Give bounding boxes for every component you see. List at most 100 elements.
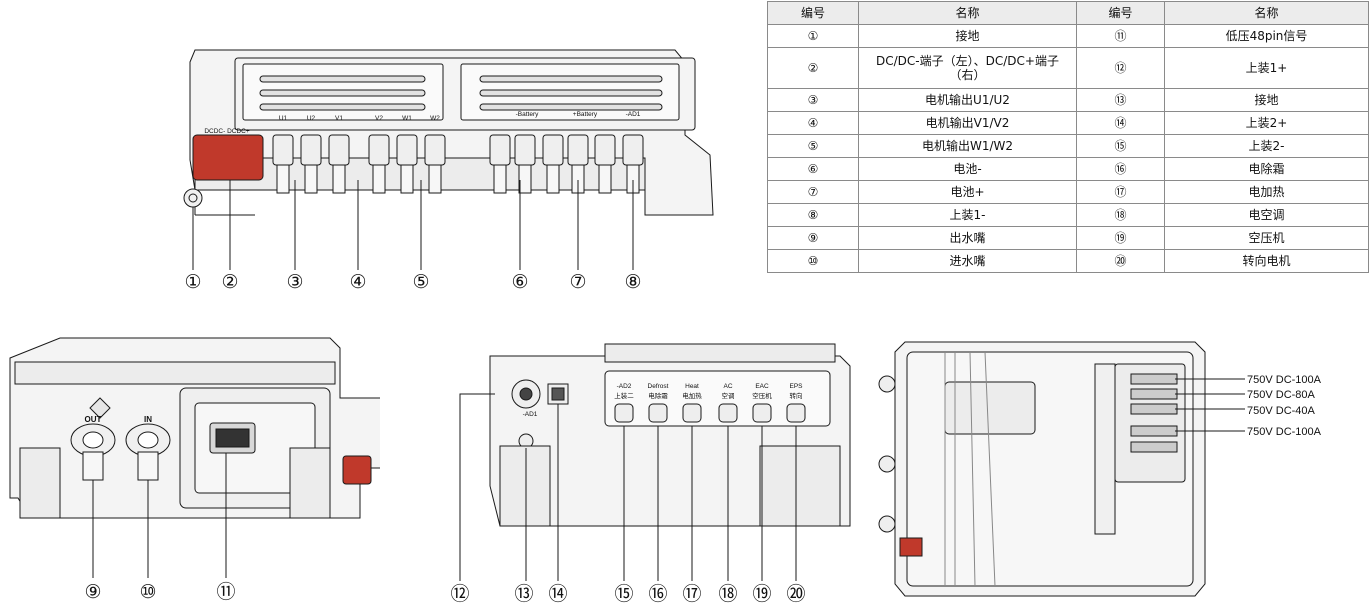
row-number: ⑦ — [767, 180, 859, 204]
table-header-row: 编号 名称 编号 名称 — [767, 1, 1369, 25]
row-number: ③ — [767, 88, 859, 112]
row-number: ⑤ — [767, 134, 859, 158]
callout-11: ⑪ — [216, 581, 235, 603]
row-number: ① — [767, 24, 859, 48]
callout-20: ⑳ — [786, 583, 805, 604]
connector-label-v1: V1 — [335, 115, 343, 122]
connector-cable — [546, 164, 560, 194]
row-name: 出水嘴 — [858, 226, 1077, 250]
aux-port-sublabel: 上装二 — [614, 391, 634, 400]
callout-8: ⑧ — [624, 271, 641, 293]
front-view-aux-ports: -AD2上装二Defrost电除霜Heat电加热AC空调EAC空压机EPS转向 … — [450, 343, 851, 604]
aux-port-plug — [648, 403, 668, 423]
row-number: ⑮ — [1076, 134, 1165, 158]
row-number: ⑧ — [767, 203, 859, 227]
connector-label-u1: U1 — [279, 115, 288, 122]
row-name: 进水嘴 — [858, 249, 1077, 273]
aux-port-label: Heat — [685, 383, 699, 390]
row-name: 上装2- — [1164, 134, 1369, 158]
row-number: ⑪ — [1076, 24, 1165, 48]
row-name: 电机输出V1/V2 — [858, 111, 1077, 135]
row-number: ⑯ — [1076, 157, 1165, 181]
row-name: 电除霜 — [1164, 157, 1369, 181]
row-number: ⑲ — [1076, 226, 1165, 250]
connector-cable — [598, 164, 612, 194]
fuse-rating-2: 750V DC-80A — [1247, 389, 1316, 401]
connector-plug — [368, 134, 390, 166]
row-number: ⑳ — [1076, 249, 1165, 273]
callout-3: ③ — [286, 271, 303, 293]
callout-18: ⑱ — [718, 583, 737, 604]
side-view-coolant: OUT IN ⑨ ⑩ ⑪ — [9, 337, 380, 603]
row-name: 电加热 — [1164, 180, 1369, 204]
header-number-1: 编号 — [767, 1, 859, 25]
connector-plug — [328, 134, 350, 166]
row-name: 空压机 — [1164, 226, 1369, 250]
callout-6: ⑥ — [511, 271, 528, 293]
outlet-label: OUT — [85, 415, 102, 424]
ad1-label-top: -AD1 — [626, 111, 641, 118]
aux-port-label: EAC — [755, 383, 769, 390]
connector-cable — [428, 164, 442, 194]
row-name: 接地 — [1164, 88, 1369, 112]
connector-label-v2: V2 — [375, 115, 383, 122]
connector-plug — [300, 134, 322, 166]
row-name: 电机输出W1/W2 — [858, 134, 1077, 158]
row-name: 电空调 — [1164, 203, 1369, 227]
callout-17: ⑰ — [682, 583, 701, 604]
aux-port-label: AC — [723, 383, 732, 390]
aux-port-sublabel: 空压机 — [752, 391, 772, 400]
connector-plug — [514, 134, 536, 166]
row-name: 转向电机 — [1164, 249, 1369, 273]
row-number: ⑱ — [1076, 203, 1165, 227]
bottom-view-fuses: 750V DC-100A 750V DC-80A 750V DC-40A 750… — [878, 341, 1322, 597]
fuse-rating-1: 750V DC-100A — [1247, 374, 1322, 386]
row-number: ⑬ — [1076, 88, 1165, 112]
callout-5: ⑤ — [412, 271, 429, 293]
aux-port-plug — [682, 403, 702, 423]
connector-cable — [400, 164, 414, 194]
callout-14: ⑭ — [548, 583, 567, 604]
callout-10: ⑩ — [139, 581, 156, 603]
connector-plug — [489, 134, 511, 166]
aux-port-sublabel: 转向 — [790, 391, 803, 400]
connector-plug — [622, 134, 644, 166]
header-name-1: 名称 — [858, 1, 1077, 25]
connector-label-u2: U2 — [307, 115, 316, 122]
connector-plug — [594, 134, 616, 166]
row-number: ⑥ — [767, 157, 859, 181]
aux-port-label: EPS — [789, 383, 803, 390]
ground-screw — [183, 188, 203, 208]
row-name: DC/DC-端子（左）、DC/DC+端子（右） — [858, 47, 1077, 89]
connector-cable — [276, 164, 290, 194]
connector-cable — [493, 164, 507, 194]
row-name: 上装2+ — [1164, 111, 1369, 135]
row-number: ④ — [767, 111, 859, 135]
connector-label-w1: W1 — [402, 115, 412, 122]
inlet-label: IN — [144, 415, 152, 424]
aux-port-sublabel: 电除霜 — [648, 391, 668, 400]
row-name: 电池- — [858, 157, 1077, 181]
row-number: ⑫ — [1076, 47, 1165, 89]
dcdc-label: DCDC- DCDC+ — [204, 128, 250, 135]
aux-port-plug — [614, 403, 634, 423]
header-number-2: 编号 — [1076, 1, 1165, 25]
row-name: 上装1- — [858, 203, 1077, 227]
connector-cable — [372, 164, 386, 194]
aux-port-sublabel: 电加热 — [682, 391, 702, 400]
motor-connector-group — [272, 134, 644, 194]
aux-port-plug — [718, 403, 738, 423]
aux-port-label: -AD2 — [617, 383, 632, 390]
aux-port-plug — [786, 403, 806, 423]
fuse-rating-3: 750V DC-40A — [1247, 405, 1316, 417]
callout-16: ⑯ — [648, 583, 667, 604]
row-number: ② — [767, 47, 859, 89]
